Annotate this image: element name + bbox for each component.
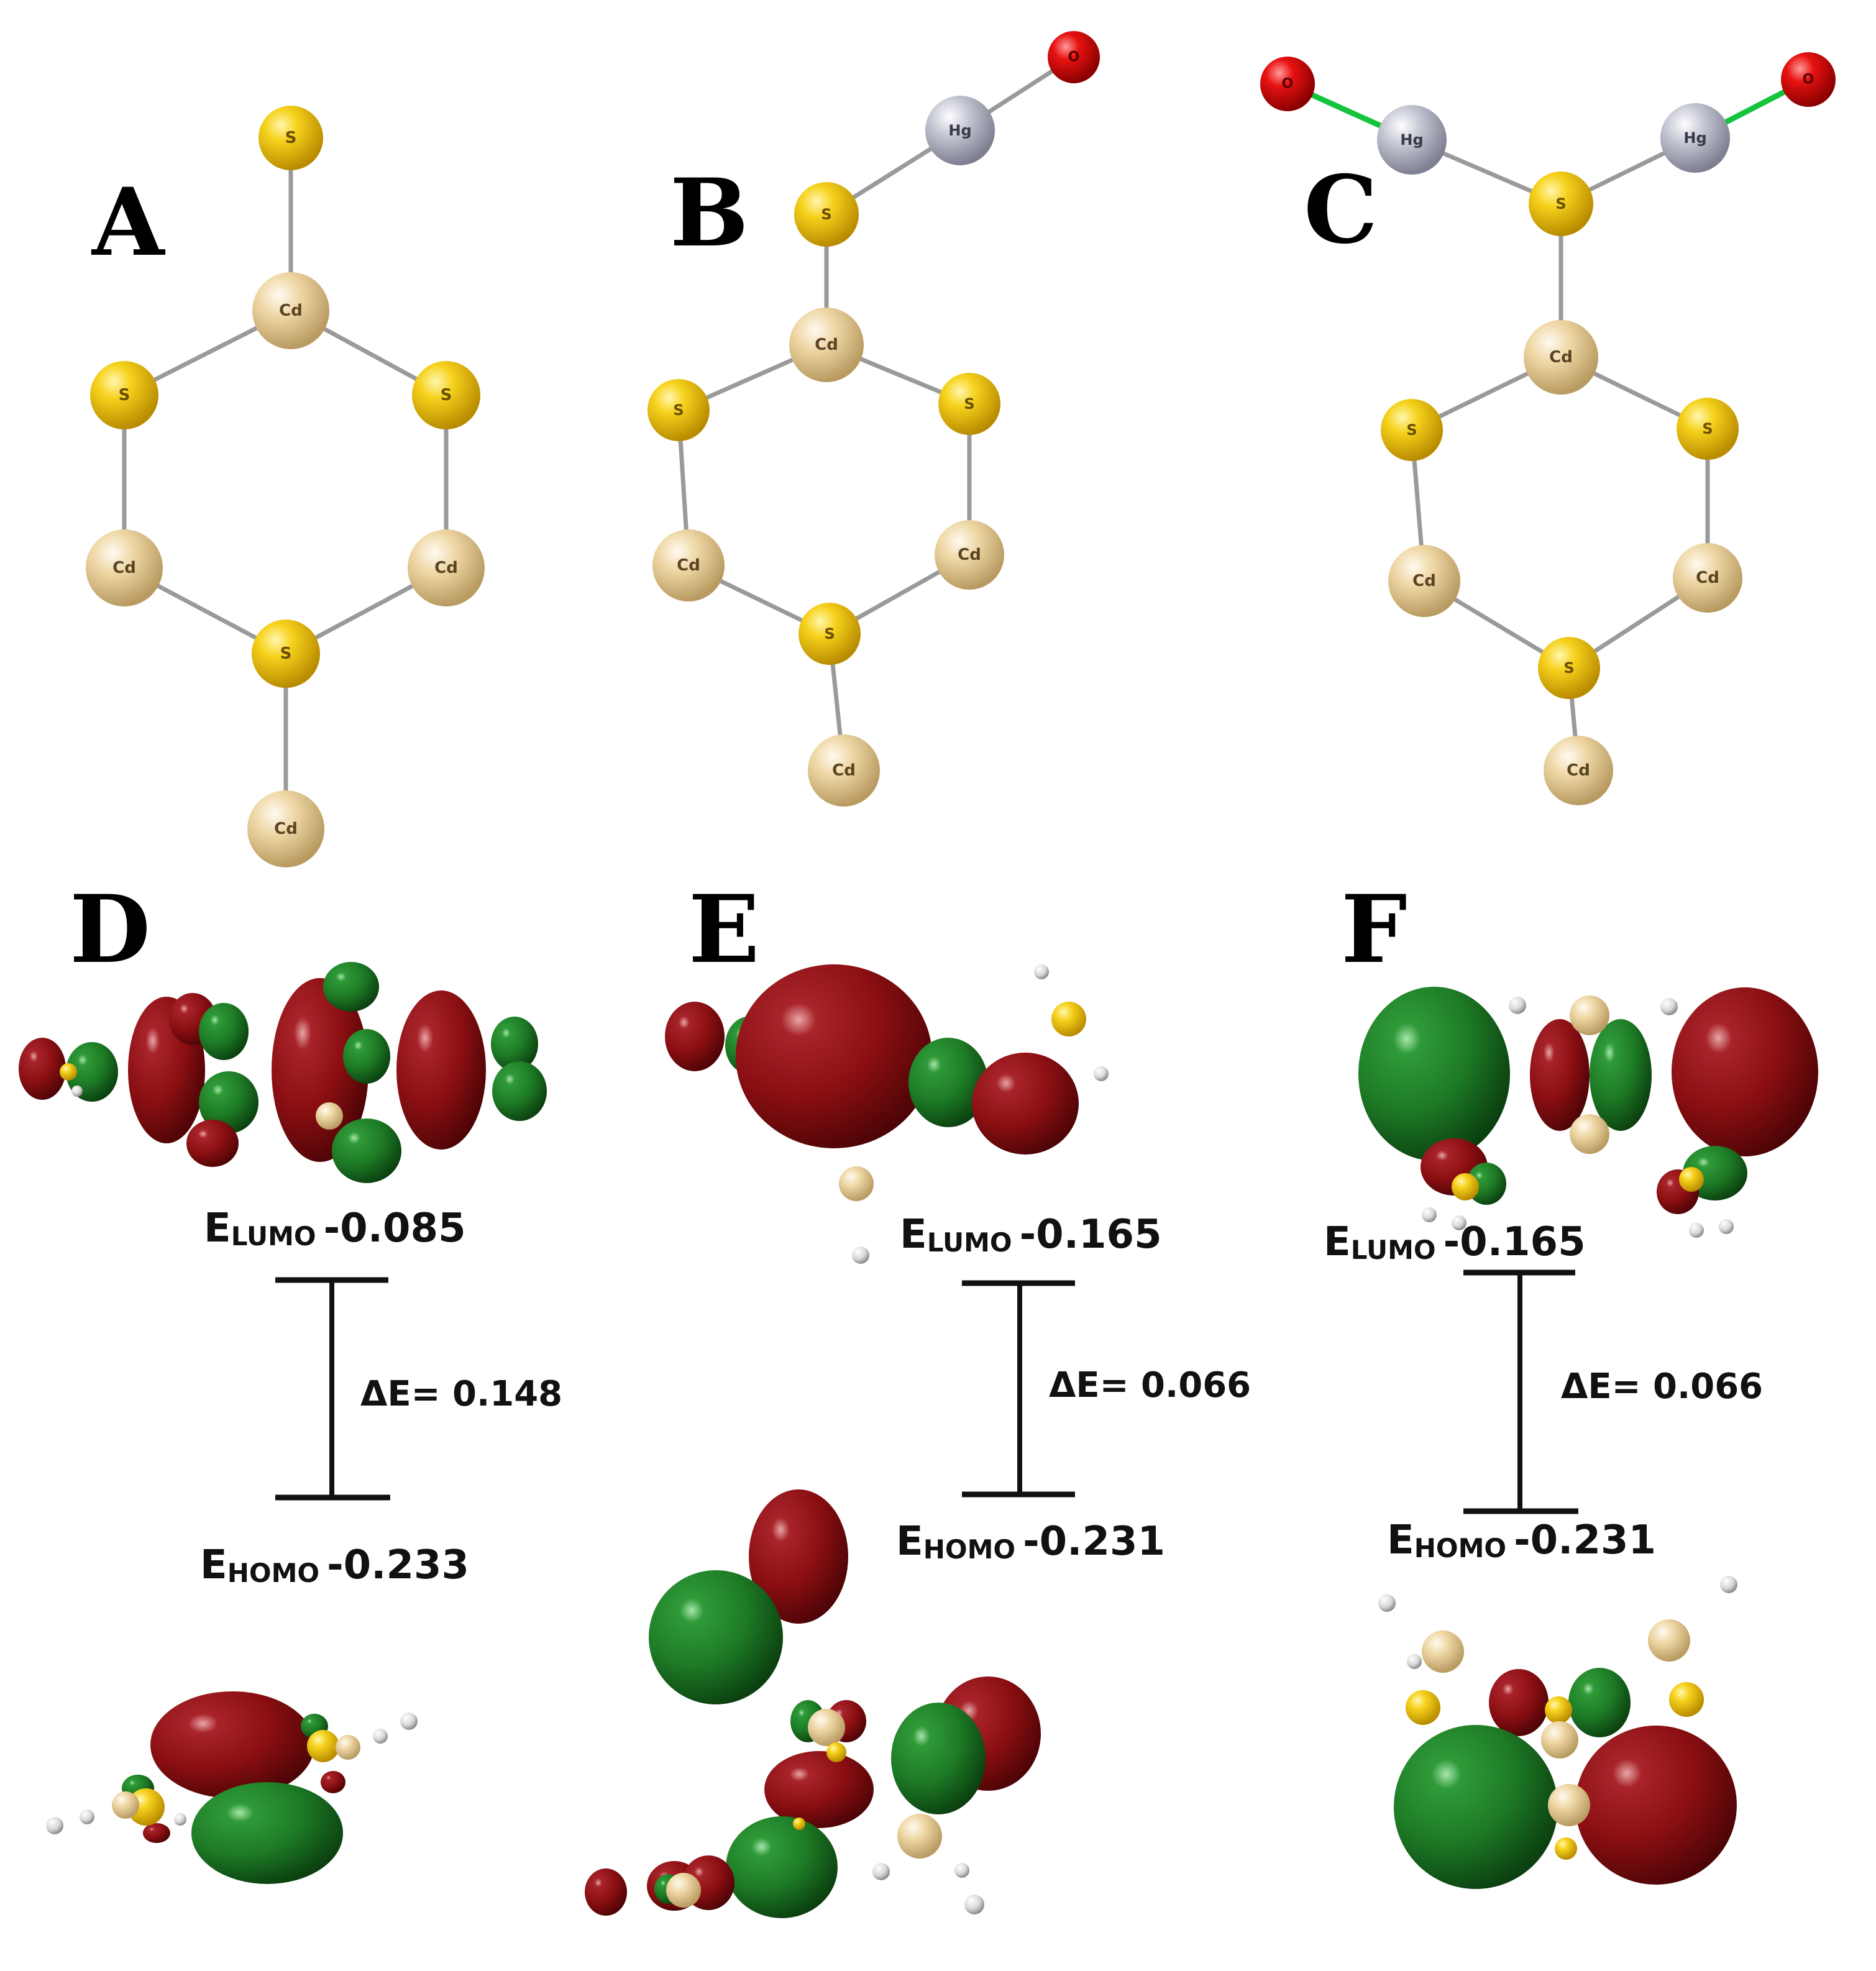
atom-label: S bbox=[1555, 195, 1566, 213]
homo-energy-e: EHOMO-0.231 bbox=[896, 1519, 1165, 1565]
lumo-energy-d: ELUMO-0.085 bbox=[204, 1205, 466, 1251]
cadmium-atom bbox=[1673, 543, 1742, 613]
atom-label: S bbox=[1702, 420, 1713, 437]
atom-label: Cd bbox=[958, 546, 981, 564]
atoms-a: S Cd S S Cd Cd S Cd bbox=[86, 106, 485, 867]
sulfur-atom bbox=[1538, 637, 1600, 699]
panel-label-f: F bbox=[1341, 875, 1407, 984]
lumo-energy-f: ELUMO-0.165 bbox=[1324, 1219, 1586, 1265]
homo-energy-f: EHOMO-0.231 bbox=[1387, 1517, 1656, 1563]
panel-label-b: B bbox=[670, 158, 749, 268]
energy-gap-f: ΔE= 0.066 bbox=[1561, 1366, 1763, 1407]
atom-label: O bbox=[1803, 72, 1814, 88]
cadmium-atom bbox=[252, 272, 329, 349]
sulfur-atom bbox=[252, 620, 320, 688]
atom-label: Cd bbox=[815, 336, 838, 354]
mercury-atom bbox=[1660, 103, 1730, 173]
sulfur-atom bbox=[90, 361, 158, 429]
sulfur-atom bbox=[938, 373, 1000, 435]
energy-diagram-e: ELUMO-0.165 ΔE= 0.066 EHOMO-0.231 bbox=[896, 1212, 1251, 1565]
cadmium-atom bbox=[652, 529, 725, 601]
cadmium-atom bbox=[86, 529, 163, 606]
atom-label: Cd bbox=[1696, 569, 1719, 587]
sulfur-atom bbox=[412, 361, 480, 429]
atom-label: Cd bbox=[1412, 572, 1436, 590]
atoms-b: O Hg S Cd S S Cd Cd S Cd bbox=[647, 31, 1100, 807]
sulfur-atom bbox=[798, 603, 861, 665]
homo-orbital-d bbox=[46, 1691, 418, 1884]
cadmium-atom bbox=[408, 529, 485, 606]
atom-label: S bbox=[441, 386, 452, 405]
panel-label-c: C bbox=[1304, 155, 1378, 265]
energy-gap-d: ΔE= 0.148 bbox=[360, 1374, 562, 1414]
atom-label: S bbox=[673, 401, 684, 419]
cadmium-atom bbox=[935, 520, 1004, 590]
atom-label: Hg bbox=[948, 122, 971, 139]
panel-label-e: E bbox=[689, 875, 759, 984]
lumo-orbital-d bbox=[19, 962, 547, 1183]
energy-gap-e: ΔE= 0.066 bbox=[1049, 1365, 1251, 1406]
oxygen-atom bbox=[1260, 57, 1315, 111]
atom-label: S bbox=[285, 129, 297, 147]
sulfur-atom bbox=[1529, 171, 1593, 236]
atom-label: S bbox=[824, 625, 835, 643]
homo-orbital-f bbox=[1378, 1576, 1737, 1889]
homo-orbital-e bbox=[585, 1489, 1041, 1918]
lumo-orbital-f bbox=[1358, 987, 1818, 1238]
molecule-a bbox=[122, 138, 449, 829]
atom-label: Cd bbox=[1549, 348, 1573, 367]
lumo-energy-e: ELUMO-0.165 bbox=[900, 1212, 1162, 1258]
sulfur-atom bbox=[1381, 399, 1443, 461]
atoms-c: O O Hg Hg S Cd S S Cd Cd S Cd bbox=[1260, 52, 1836, 805]
cadmium-atom bbox=[1388, 545, 1460, 617]
sulfur-atom bbox=[259, 106, 323, 170]
atom-label: S bbox=[1563, 659, 1574, 677]
sulfur-atom bbox=[647, 379, 710, 441]
energy-diagram-f: ELUMO-0.165 ΔE= 0.066 EHOMO-0.231 bbox=[1324, 1219, 1763, 1563]
mercury-atom bbox=[1377, 105, 1447, 175]
oxygen-atom bbox=[1048, 31, 1100, 83]
atom-label: O bbox=[1068, 50, 1080, 65]
cadmium-atom bbox=[247, 790, 324, 867]
oxygen-atom bbox=[1781, 52, 1836, 107]
mercury-atom bbox=[925, 96, 995, 165]
panel-label-d: D bbox=[70, 875, 150, 984]
atom-label: Hg bbox=[1400, 131, 1423, 149]
lumo-orbital-e bbox=[665, 964, 1109, 1264]
atom-label: Cd bbox=[279, 301, 303, 320]
atom-label: Cd bbox=[832, 761, 856, 780]
cadmium-atom bbox=[789, 308, 864, 382]
atom-label: S bbox=[821, 206, 831, 223]
atom-label: Cd bbox=[112, 559, 136, 577]
panel-label-a: A bbox=[91, 168, 166, 277]
energy-diagram-d: ELUMO-0.085 ΔE= 0.148 EHOMO-0.233 bbox=[200, 1205, 562, 1588]
sulfur-atom bbox=[1677, 398, 1739, 460]
atom-label: Cd bbox=[434, 559, 458, 577]
cadmium-atom bbox=[1524, 320, 1598, 395]
atom-label: S bbox=[1406, 421, 1417, 439]
atom-label: O bbox=[1282, 76, 1294, 92]
atom-label: S bbox=[119, 386, 130, 405]
atom-label: Cd bbox=[1567, 761, 1590, 780]
cadmium-atom bbox=[808, 734, 880, 807]
cadmium-atom bbox=[1544, 736, 1613, 805]
sulfur-atom bbox=[794, 182, 859, 247]
homo-energy-d: EHOMO-0.233 bbox=[200, 1542, 469, 1588]
atom-label: S bbox=[280, 644, 292, 663]
atom-label: Cd bbox=[274, 820, 298, 838]
atom-label: Cd bbox=[677, 556, 700, 575]
atom-label: S bbox=[964, 395, 974, 413]
atom-label: Hg bbox=[1683, 129, 1706, 147]
